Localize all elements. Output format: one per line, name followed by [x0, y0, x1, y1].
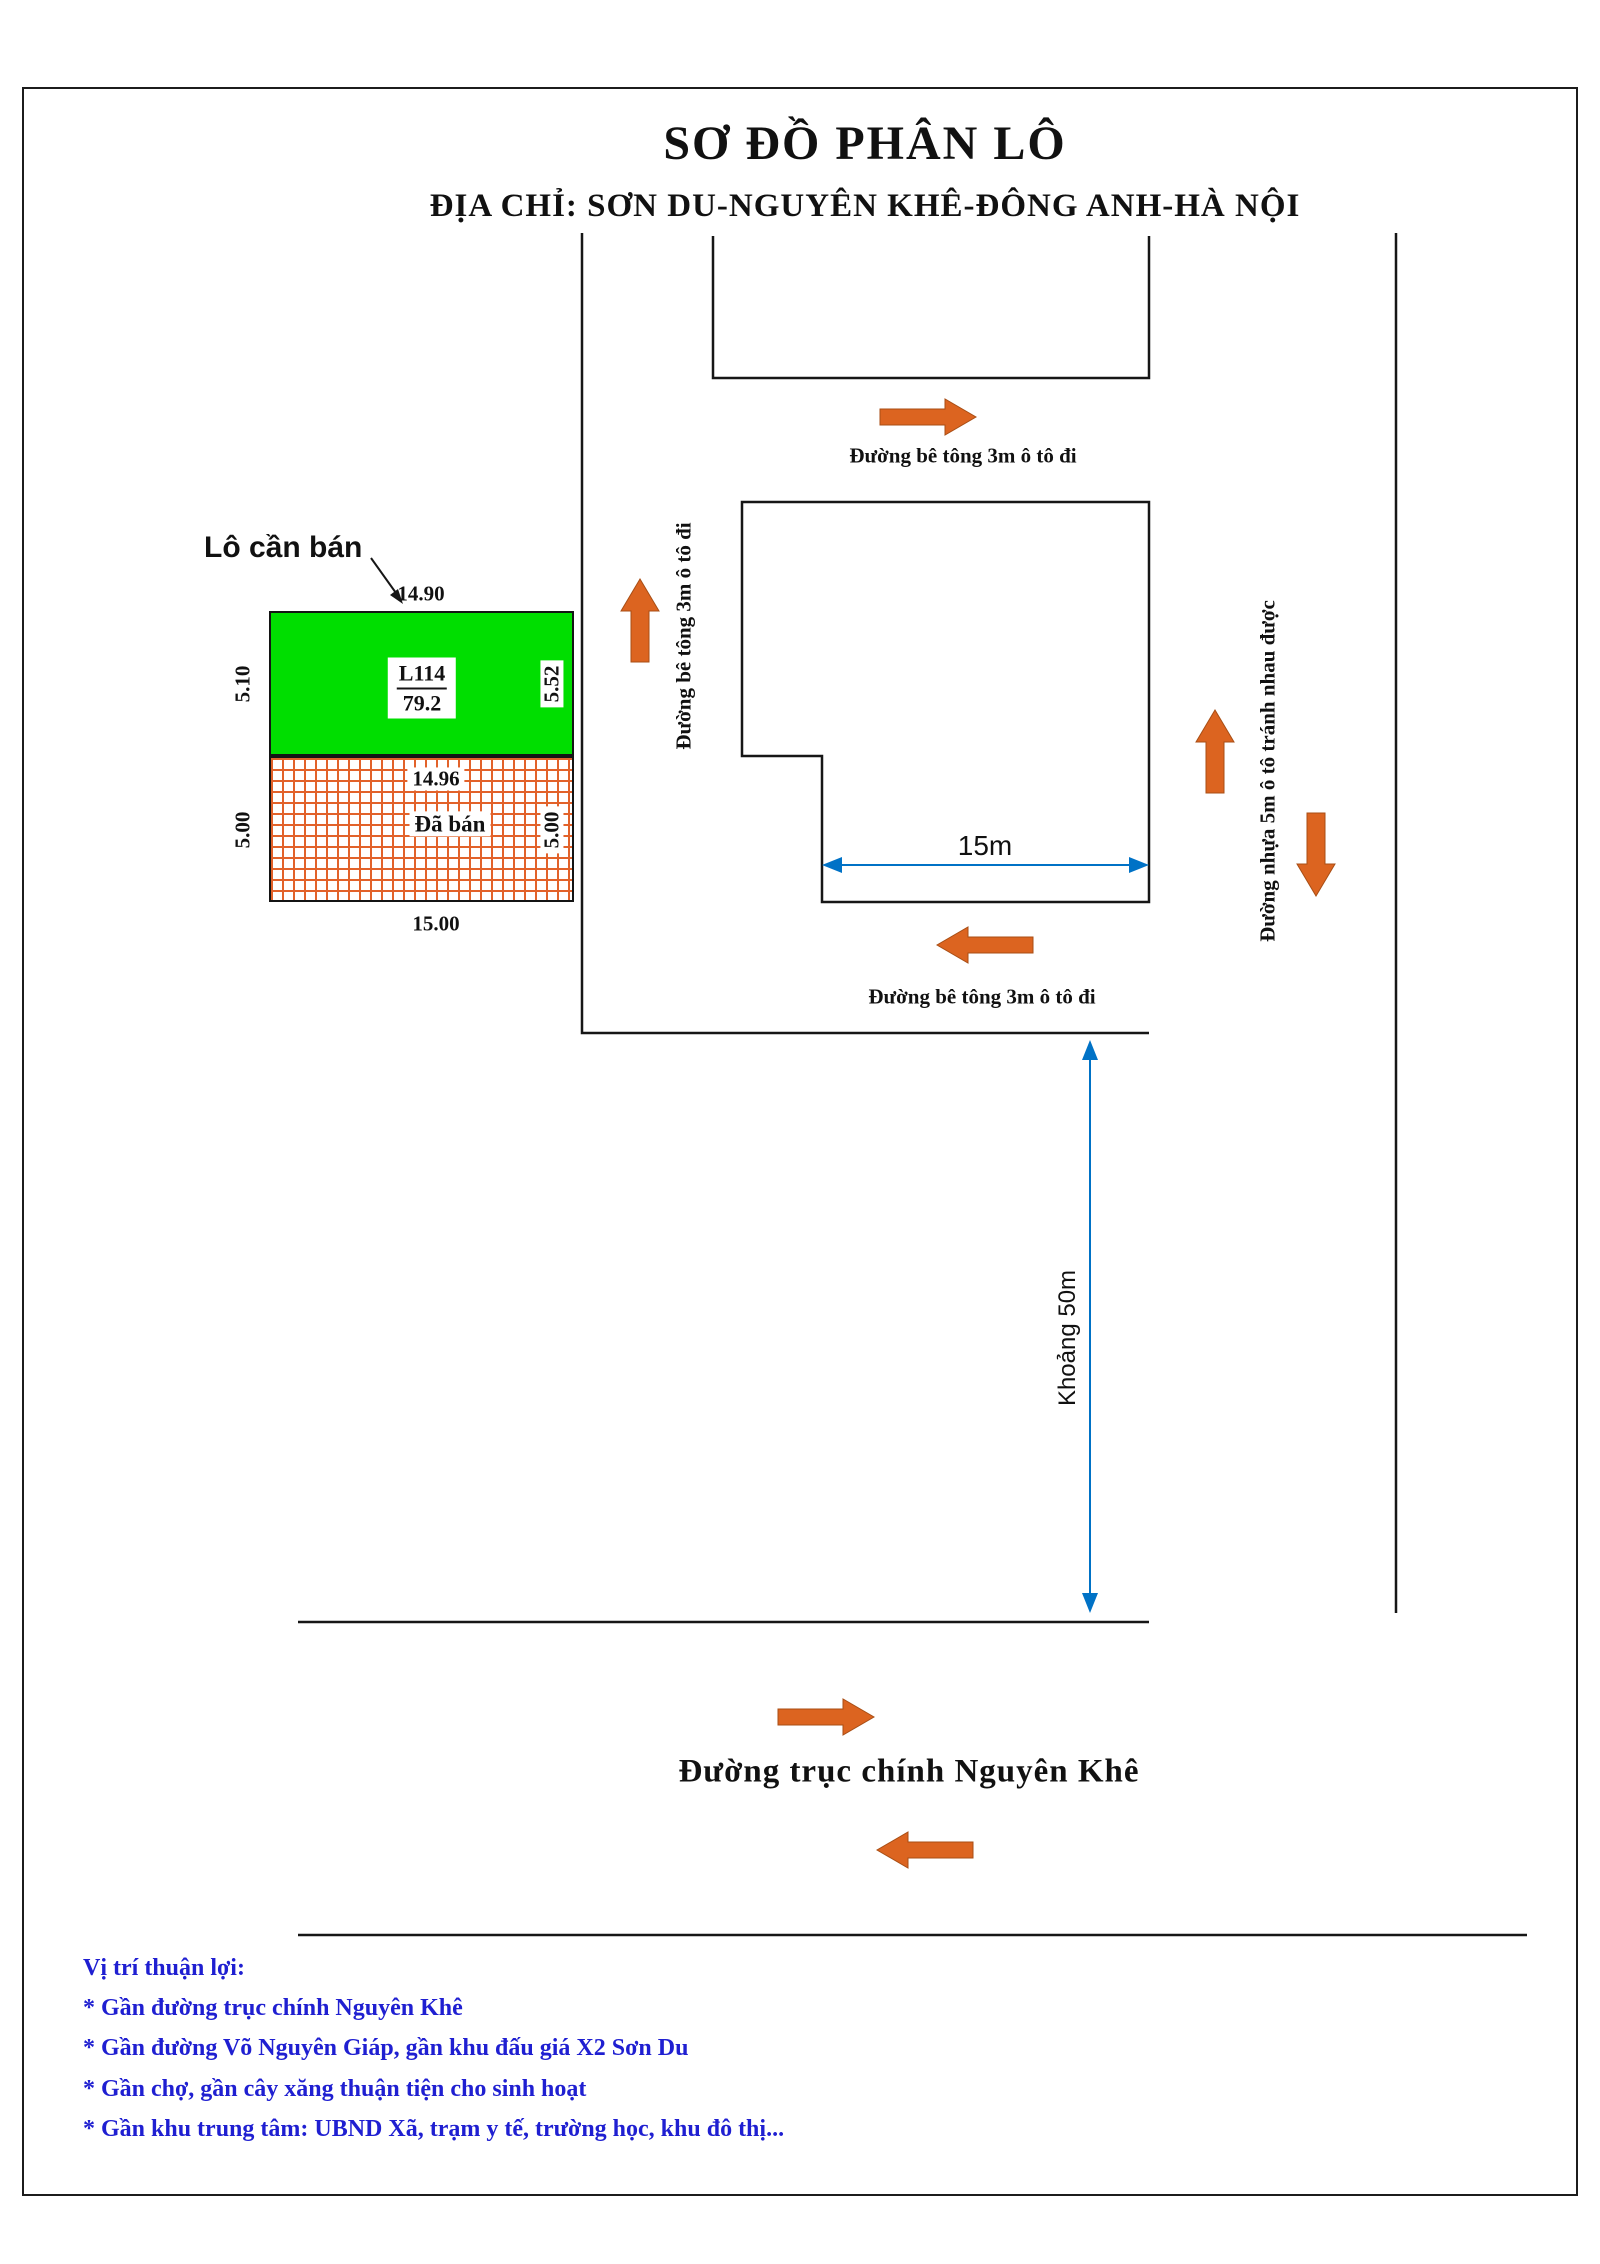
- dim-green-right: 5.52: [539, 660, 564, 708]
- direction-arrow-left-mainroad-icon: [876, 1831, 974, 1869]
- dim-15m-arrowhead-right-icon: [1129, 857, 1149, 873]
- lot-area: 79.2: [402, 690, 442, 715]
- advantage-item: * Gần chợ, gần cây xăng thuận tiện cho s…: [83, 2075, 587, 2102]
- dim-15m-arrowhead-left-icon: [822, 857, 842, 873]
- advantage-item: * Gần khu trung tâm: UBND Xã, trạm y tế,…: [83, 2115, 785, 2142]
- direction-arrow-down-right-icon: [1296, 812, 1336, 897]
- dim-green-left: 5.10: [230, 665, 255, 703]
- dim-50m-arrowhead-bottom-icon: [1082, 1593, 1098, 1613]
- direction-arrow-left-middle-icon: [936, 926, 1034, 964]
- dim-green-top: 14.90: [397, 581, 445, 606]
- page-title: SƠ ĐỒ PHÂN LÔ: [663, 117, 1067, 170]
- callout-arrowhead-icon: [390, 589, 403, 604]
- dim-50m-arrowhead-top-icon: [1082, 1040, 1098, 1060]
- dim-sold-left: 5.00: [230, 811, 255, 849]
- road-label-left: Đường bê tông 3m ô tô đi: [671, 522, 696, 750]
- dim-sold-right: 5.00: [539, 806, 564, 854]
- dim-sold-bottom: 15.00: [412, 911, 460, 936]
- road-label-bottom: Đường bê tông 3m ô tô đi: [868, 984, 1096, 1009]
- dim-50m-label: Khoảng 50m: [1054, 1269, 1081, 1407]
- direction-arrow-right-top-icon: [879, 398, 977, 436]
- advantages-heading: Vị trí thuận lợi:: [83, 1955, 245, 1981]
- direction-arrow-right-mainroad-icon: [777, 1698, 875, 1736]
- advantages-block: Vị trí thuận lợi: * Gần đường trục chính…: [83, 1955, 785, 2142]
- dim-15m-label: 15m: [957, 830, 1013, 861]
- page-border: [22, 87, 1578, 2196]
- lot-code-box: L114 79.2: [387, 657, 457, 719]
- building-top-outline: [711, 236, 1151, 380]
- building-main-outline: [740, 500, 1151, 904]
- advantage-item: * Gần đường Võ Nguyên Giáp, gần khu đấu …: [83, 2035, 689, 2062]
- direction-arrow-up-left-icon: [620, 578, 660, 663]
- lot-code: L114: [396, 660, 448, 689]
- page-subtitle: ĐỊA CHỈ: SƠN DU-NGUYÊN KHÊ-ĐÔNG ANH-HÀ N…: [429, 188, 1301, 224]
- advantage-item: * Gần đường trục chính Nguyên Khê: [83, 1995, 463, 2022]
- lot-sold-label: Đã bán: [409, 811, 491, 837]
- road-label-top: Đường bê tông 3m ô tô đi: [849, 443, 1077, 468]
- road-label-right: Đường nhựa 5m ô tô tránh nhau được: [1255, 600, 1280, 942]
- dim-sold-top: 14.96: [407, 767, 465, 791]
- road-left-line: [580, 233, 1149, 1035]
- callout-label: Lô cần bán: [204, 531, 363, 564]
- main-road-label: Đường trục chính Nguyên Khê: [678, 1753, 1140, 1790]
- direction-arrow-up-right-icon: [1195, 709, 1235, 794]
